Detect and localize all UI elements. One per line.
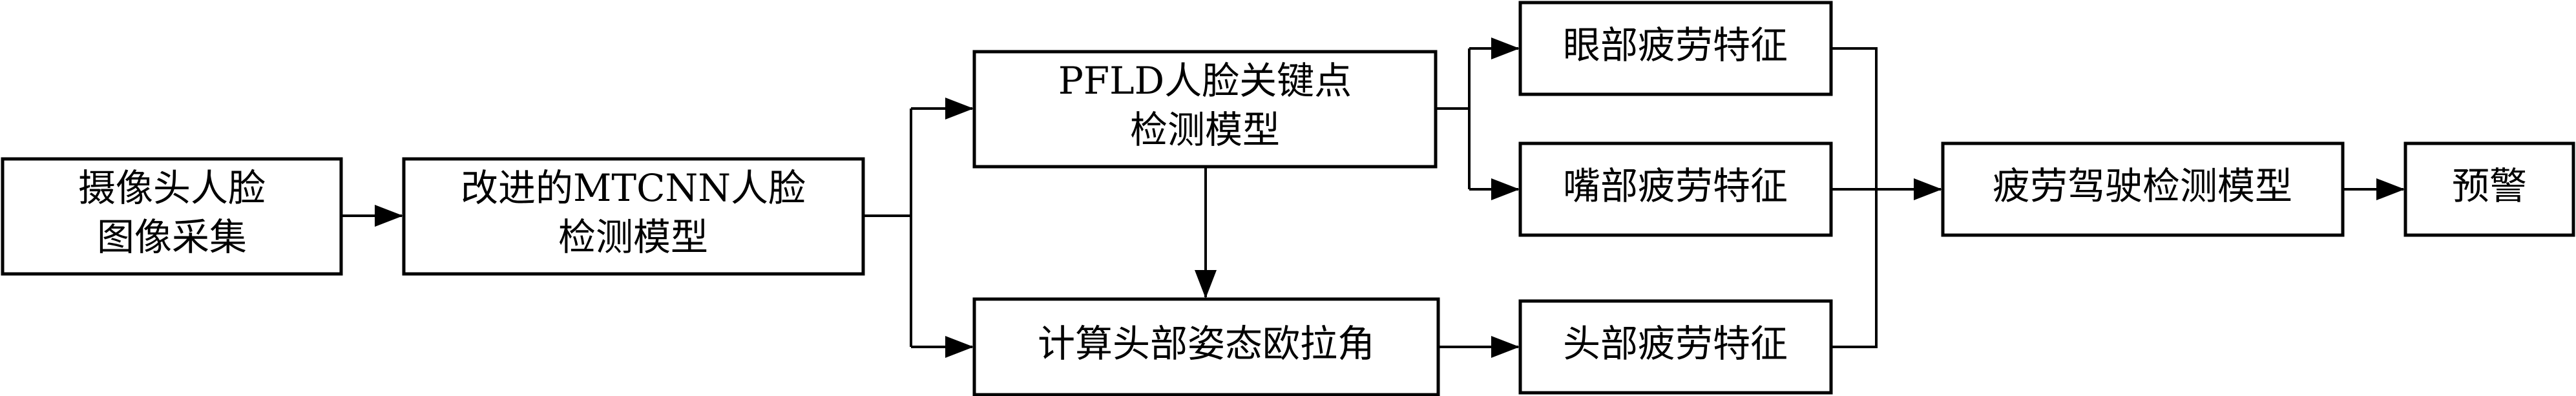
node-camera-line-2: 图像采集 (97, 215, 247, 259)
node-pfld: PFLD人脸关键点 检测模型 (972, 50, 1438, 169)
node-pfld-line-2: 检测模型 (1130, 108, 1280, 152)
node-eye-feature: 眼部疲劳特征 (1518, 1, 1833, 96)
node-mouth-feature: 嘴部疲劳特征 (1518, 141, 1833, 237)
node-warning: 预警 (2403, 141, 2575, 237)
node-camera: 摄像头人脸 图像采集 (1, 157, 343, 276)
node-mouth-feature-label: 嘴部疲劳特征 (1563, 164, 1788, 208)
node-pfld-line-1: PFLD人脸关键点 (1058, 59, 1352, 103)
connector-eye-merge (1831, 47, 1878, 348)
node-head-feature-label: 头部疲劳特征 (1563, 322, 1788, 366)
node-fatigue-model-label: 疲劳驾驶检测模型 (1993, 164, 2292, 208)
node-camera-line-1: 摄像头人脸 (78, 166, 266, 210)
node-euler-label: 计算头部姿态欧拉角 (1038, 322, 1375, 366)
node-mtcnn: 改进的MTCNN人脸 检测模型 (402, 157, 865, 276)
node-head-feature: 头部疲劳特征 (1518, 299, 1833, 395)
node-mtcnn-line-2: 检测模型 (558, 215, 708, 259)
node-fatigue-model: 疲劳驾驶检测模型 (1941, 141, 2345, 237)
node-mtcnn-line-1: 改进的MTCNN人脸 (461, 166, 806, 210)
node-eye-feature-label: 眼部疲劳特征 (1563, 23, 1788, 67)
node-euler: 计算头部姿态欧拉角 (972, 297, 1440, 396)
connectors (342, 37, 2405, 358)
node-warning-label: 预警 (2452, 164, 2527, 208)
